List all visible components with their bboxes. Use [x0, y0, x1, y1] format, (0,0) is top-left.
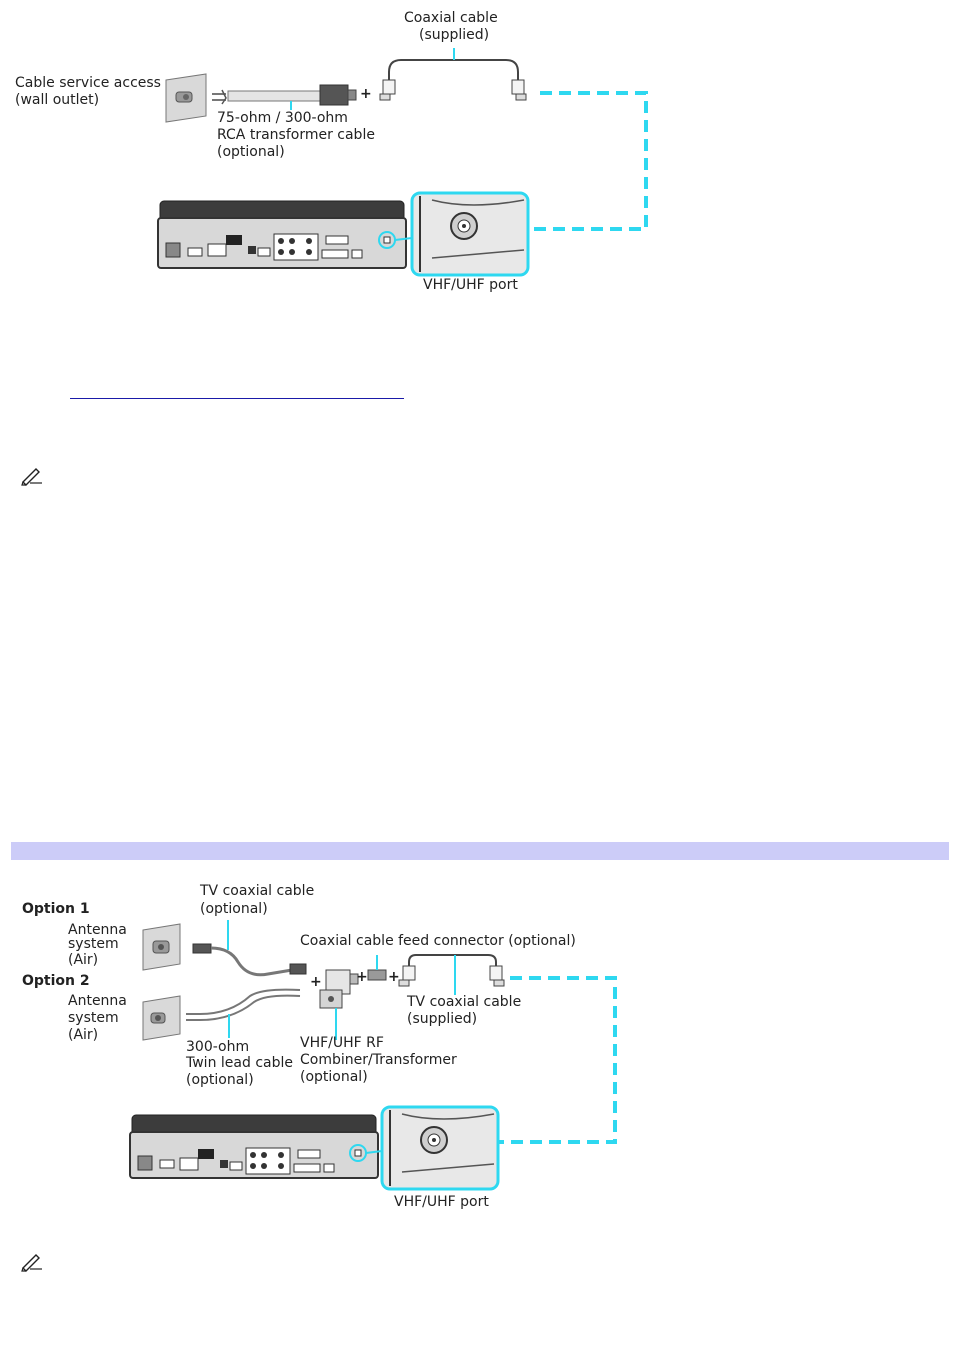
- antenna-2-label-3: (Air): [68, 1027, 99, 1043]
- twin-lead-label: 300-ohm: [186, 1039, 250, 1055]
- antenna-2-label-2: system: [68, 1010, 119, 1026]
- tv-coax-optional-label-sub: (optional): [200, 901, 268, 917]
- plus-sign-3: +: [388, 969, 400, 985]
- feed-connector-label: Coaxial cable feed connector (optional): [300, 933, 576, 949]
- twin-lead-label-3: (optional): [186, 1072, 254, 1088]
- figure-1-drawing: [157, 48, 648, 277]
- option-1-label: Option 1: [22, 901, 90, 917]
- tv-coax-optional-label: TV coaxial cable: [200, 883, 315, 899]
- hyperlink[interactable]: [70, 398, 404, 399]
- coaxial-cable-icon: [379, 48, 527, 101]
- antenna-1-label: Antenna: [68, 922, 127, 938]
- rca-cable-label: 75-ohm / 300-ohm: [217, 110, 348, 126]
- twin-lead-cable-icon: [186, 988, 301, 1038]
- coaxial-cable-label: Coaxial cable: [404, 10, 498, 26]
- feed-connector-icon: [367, 955, 387, 981]
- twin-lead-label-2: Twin lead cable: [186, 1055, 293, 1071]
- rca-transformer-cable-icon: [212, 84, 357, 110]
- tv-coax-supplied-label: TV coaxial cable: [407, 994, 522, 1010]
- wall-outlet-label-sub: (wall outlet): [15, 92, 100, 108]
- plus-sign-2: +: [356, 969, 368, 985]
- wall-outlet-label: Cable service access: [15, 75, 161, 91]
- plus-sign-1: +: [310, 974, 322, 990]
- antenna-2-label: Antenna: [68, 993, 127, 1009]
- antenna-outlet-1-icon: [142, 923, 181, 971]
- antenna-1-label-3: (Air): [68, 952, 99, 968]
- vhf-uhf-port-label: VHF/UHF port: [423, 277, 518, 293]
- tv-coaxial-cable-supplied-icon: [398, 954, 505, 995]
- tv-coax-supplied-label-sub: (supplied): [407, 1011, 478, 1027]
- antenna-1-label-2: system: [68, 936, 119, 952]
- tv-coaxial-cable-optional-icon: [192, 920, 307, 977]
- antenna-outlet-2-icon: [142, 995, 181, 1041]
- section-heading-bar: [11, 842, 949, 860]
- rf-combiner-transformer-icon: [319, 969, 359, 1040]
- note-pencil-icon-2: [21, 1254, 42, 1272]
- connection-path: [500, 91, 648, 231]
- rca-cable-label-2: RCA transformer cable: [217, 127, 375, 143]
- rca-cable-label-3: (optional): [217, 144, 285, 160]
- computer-rear-panel: [157, 200, 413, 269]
- vhf-uhf-port-zoom-inset: [410, 191, 530, 277]
- option-2-label: Option 2: [22, 973, 90, 989]
- coaxial-cable-label-sub: (supplied): [419, 27, 490, 43]
- plus-sign: +: [360, 86, 372, 102]
- wall-outlet-icon: [165, 73, 207, 123]
- computer-rear-panel-2: [129, 1114, 383, 1179]
- vhf-uhf-port-zoom-inset-2: [380, 1105, 500, 1191]
- combiner-label-2: Combiner/Transformer: [300, 1052, 457, 1068]
- combiner-label-3: (optional): [300, 1069, 368, 1085]
- note-pencil-icon: [21, 468, 42, 486]
- vhf-uhf-port-label-2: VHF/UHF port: [394, 1194, 489, 1210]
- combiner-label: VHF/UHF RF: [300, 1035, 384, 1051]
